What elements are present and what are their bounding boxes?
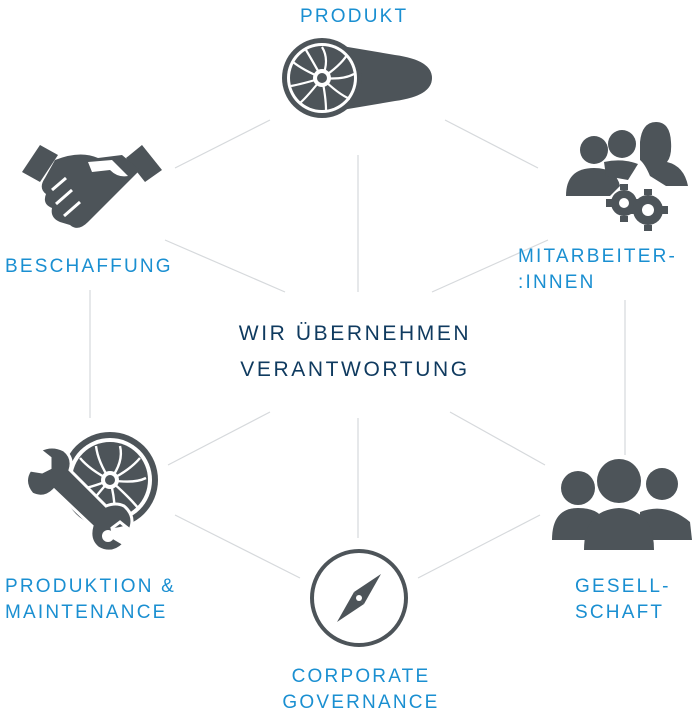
connector-lines: [89, 119, 626, 579]
node-label-produktion-line2: MAINTENANCE: [5, 602, 168, 623]
wrench-turbine-icon: [25, 432, 158, 553]
jet-engine-icon: [282, 38, 432, 118]
node-label-governance: CORPORATE GOVERNANCE: [276, 664, 446, 716]
node-label-gesellschaft-line1: GESELL-: [575, 576, 671, 597]
node-label-produktion-line1: PRODUKTION &: [5, 576, 177, 597]
compass-icon: [310, 549, 408, 647]
handshake-icon: [22, 145, 162, 228]
people-gears-icon: [566, 122, 688, 231]
node-label-beschaffung: BESCHAFFUNG: [5, 256, 173, 277]
node-label-produkt: PRODUKT: [300, 6, 409, 27]
center-title: WIR ÜBERNEHMEN VERANTWORTUNG: [195, 316, 515, 388]
node-label-mitarbeiter-line2: :INNEN: [518, 272, 596, 293]
node-label-mitarbeiter: MITARBEITER- :INNEN: [518, 244, 677, 296]
node-label-governance-line2: GOVERNANCE: [282, 692, 440, 713]
center-title-line1: WIR ÜBERNEHMEN: [238, 322, 472, 345]
node-label-governance-line1: CORPORATE: [291, 666, 431, 687]
node-label-mitarbeiter-line1: MITARBEITER-: [518, 246, 678, 267]
people-group-icon: [552, 459, 692, 550]
center-title-line2: VERANTWORTUNG: [240, 358, 470, 381]
node-label-gesellschaft-line2: SCHAFT: [575, 602, 665, 623]
node-label-gesellschaft: GESELL- SCHAFT: [575, 574, 671, 626]
node-label-produktion: PRODUKTION & MAINTENANCE: [5, 574, 176, 626]
